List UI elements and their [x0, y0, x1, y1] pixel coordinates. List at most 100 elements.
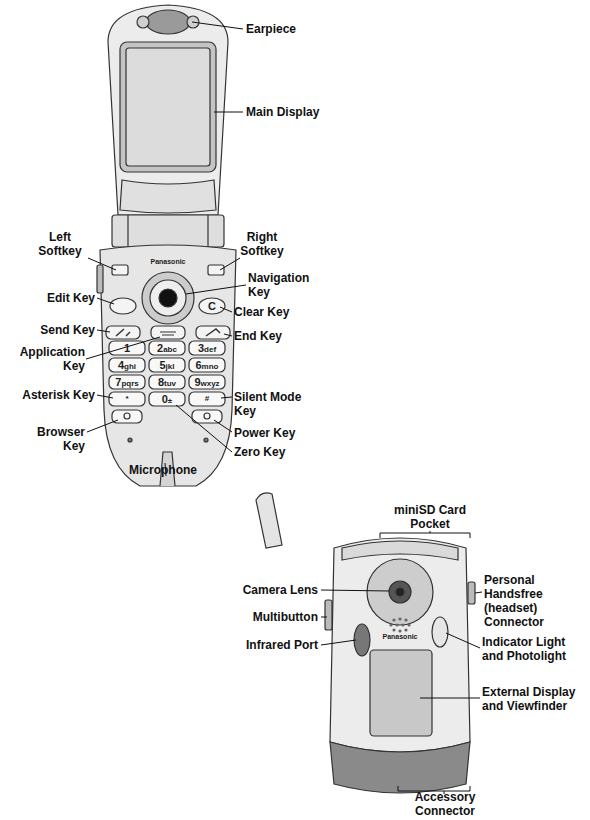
part-label: Zero Key — [234, 445, 324, 459]
leader-line — [97, 395, 113, 398]
part-label: Asterisk Key — [5, 388, 95, 402]
leader-line — [220, 307, 232, 312]
key-legend: # — [189, 393, 225, 405]
right-softkey — [208, 265, 224, 275]
send-key — [106, 326, 140, 339]
leader-line — [220, 258, 240, 270]
earpiece-grille — [146, 10, 190, 34]
number-key — [109, 392, 145, 406]
leader-line — [321, 617, 327, 618]
leader-line — [97, 330, 110, 332]
leader-line — [446, 633, 480, 648]
multibutton — [325, 600, 332, 630]
part-label: Send Key — [5, 323, 95, 337]
key-legend: 4ghi — [109, 359, 145, 373]
leader-line — [88, 258, 116, 270]
part-label: miniSD Card Pocket — [385, 503, 475, 531]
body-dot — [204, 438, 208, 442]
speaker-hole — [404, 628, 407, 631]
part-label: Silent Mode Key — [234, 390, 320, 418]
leader-line — [97, 298, 114, 304]
speaker-hole — [398, 629, 401, 632]
leader-line — [86, 337, 160, 359]
part-label: Earpiece — [246, 22, 336, 36]
body-dot — [128, 438, 132, 442]
part-label: Edit Key — [5, 291, 95, 305]
navigation-center — [159, 289, 177, 307]
speaker-hole — [392, 618, 395, 621]
leader-line — [321, 640, 356, 645]
part-label: Personal Handsfree (headset) Connector — [484, 573, 584, 629]
minisd-pocket — [342, 541, 458, 560]
hinge-line — [127, 215, 128, 247]
hinge — [112, 215, 224, 247]
number-key — [189, 358, 225, 372]
part-label: Clear Key — [234, 305, 324, 319]
part-label: Navigation Key — [248, 271, 322, 299]
speaker-hole — [404, 618, 407, 621]
key-legend: 5jkl — [149, 359, 185, 373]
lens-center — [396, 588, 404, 596]
number-key — [189, 392, 225, 406]
key-legend: 7pqrs — [109, 376, 145, 390]
speaker-hole — [392, 628, 395, 631]
number-key — [189, 375, 225, 389]
edit-key — [110, 298, 136, 314]
external-display — [370, 650, 432, 736]
leader-line — [87, 420, 118, 432]
camera-housing — [367, 559, 433, 625]
brand-logo: Panasonic — [370, 632, 430, 641]
number-key — [149, 358, 185, 372]
speaker-hole — [395, 623, 398, 626]
indicator-light — [432, 617, 448, 647]
power-key — [192, 410, 222, 423]
key-legend: 9wxyz — [189, 376, 225, 390]
part-label: Camera Lens — [222, 583, 318, 597]
key-legend: * — [109, 393, 145, 405]
speaker-hole — [389, 623, 392, 626]
antenna — [256, 493, 282, 548]
clear-key — [199, 298, 225, 314]
number-key — [149, 392, 185, 406]
part-label: Left Softkey — [30, 230, 90, 258]
part-label: Power Key — [234, 426, 324, 440]
part-label: Multibutton — [222, 610, 318, 624]
flip-lid — [108, 5, 228, 215]
leader-line — [214, 420, 232, 432]
speaker-holes — [389, 617, 410, 632]
keypad — [109, 341, 225, 423]
key-legend: 6mno — [189, 359, 225, 373]
lid-bump — [137, 16, 149, 28]
number-key — [189, 341, 225, 355]
part-label: Infrared Port — [222, 638, 318, 652]
part-label: Browser Key — [25, 425, 85, 453]
phone-body — [100, 245, 236, 486]
speaker-hole — [401, 623, 404, 626]
end-key — [196, 326, 230, 339]
lid-base — [120, 180, 216, 213]
leader-line — [186, 285, 246, 294]
key-legend: C — [202, 300, 222, 312]
part-label: End Key — [234, 329, 324, 343]
infrared-port — [354, 624, 370, 656]
navigation-ring — [142, 272, 194, 324]
leader-line — [420, 698, 480, 699]
phone-base — [330, 742, 470, 793]
camera-lens — [389, 581, 411, 603]
leader-line — [176, 405, 232, 452]
part-label: Main Display — [246, 105, 346, 119]
hinge-line — [207, 215, 208, 247]
main-display — [126, 48, 210, 166]
leader-line — [224, 334, 232, 336]
open-phone — [97, 5, 236, 486]
key-legend: 0± — [149, 393, 185, 407]
left-softkey — [112, 265, 128, 275]
bracket — [380, 531, 470, 538]
speaker-hole — [407, 623, 410, 626]
key-legend: 3def — [189, 342, 225, 356]
application-key — [151, 326, 185, 339]
browser-icon — [124, 413, 130, 419]
navigation-key — [150, 280, 186, 316]
leader-line — [475, 592, 482, 593]
